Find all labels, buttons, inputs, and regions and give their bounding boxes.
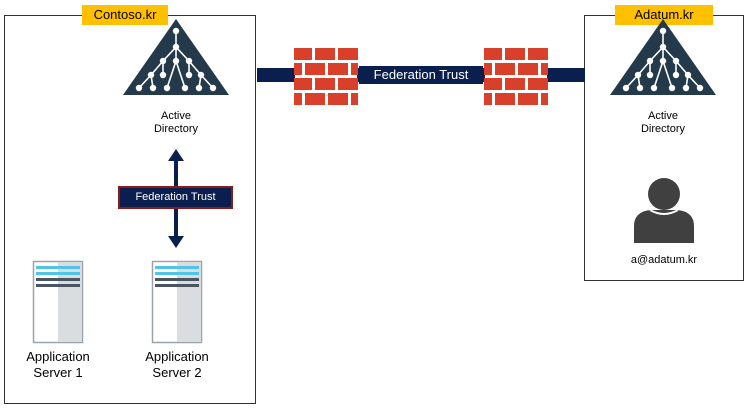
contoso-active-directory-label: Active Directory [126, 110, 226, 136]
ad-label-line1: Active [161, 110, 191, 122]
contoso-domain-tag: Contoso.kr [82, 5, 168, 25]
internal-federation-trust-label: Federation Trust [118, 186, 233, 209]
ad-label-line2: Directory [640, 123, 685, 135]
server-icon [32, 260, 84, 344]
firewall-icon [294, 48, 358, 105]
adatum-active-directory-label: Active Directory [613, 110, 713, 136]
server-icon [151, 260, 203, 344]
server-label-line2: Server 1 [33, 365, 83, 380]
firewall-icon [484, 48, 548, 105]
server-2-label: Application Server 2 [127, 349, 227, 381]
external-federation-trust-label: Federation Trust [359, 66, 483, 84]
server-1-label: Application Server 1 [8, 349, 108, 381]
user-label: a@adatum.kr [630, 254, 698, 266]
server-label-line1: Application [145, 349, 209, 364]
ad-label-line1: Active [648, 110, 678, 122]
active-directory-icon [123, 19, 229, 95]
user-icon [634, 178, 694, 243]
adatum-domain-tag: Adatum.kr [615, 5, 713, 25]
ad-label-line2: Directory [153, 123, 198, 135]
server-label-line2: Server 2 [152, 365, 202, 380]
active-directory-icon [610, 19, 716, 95]
server-label-line1: Application [26, 349, 90, 364]
